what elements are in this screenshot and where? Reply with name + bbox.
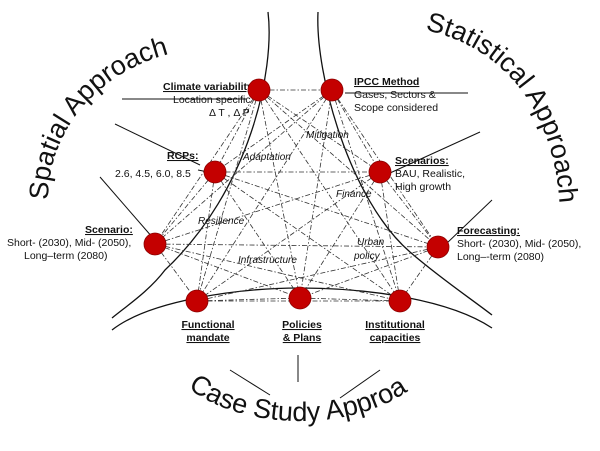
label-mitigation: Mitigation [306, 130, 349, 141]
connection-line [154, 89, 333, 245]
connection-network [154, 89, 439, 302]
connection-line [196, 246, 439, 302]
node-functional-mandate [185, 289, 209, 313]
label-resilience: Resilience [198, 216, 245, 227]
leader-rcps [114, 123, 201, 166]
connection-line [214, 171, 301, 299]
climate-variability-line2: Δ T , Δ P [209, 107, 250, 119]
connection-line [299, 246, 439, 299]
connection-line [258, 89, 439, 248]
connection-line [196, 89, 260, 302]
scenarios-stat-line1: BAU, Realistic, [395, 168, 465, 180]
label-infrastructure: Infrastructure [238, 255, 297, 266]
scenario-spatial-line1: Short- (2030), Mid- (2050), [7, 237, 131, 249]
label-finance: Finance [336, 189, 372, 200]
scenarios-stat-title: Scenarios: [395, 155, 449, 167]
leader-functional [229, 369, 271, 396]
node-policies-plans [288, 286, 312, 310]
leader-institutional [339, 369, 381, 399]
connection-line [154, 89, 260, 245]
leader-forecasting [445, 199, 493, 245]
scenario-spatial-line2: Long–term (2080) [24, 250, 107, 262]
node-ipcc-method [320, 78, 344, 102]
label-urban: Urban [357, 237, 385, 248]
climate-variability-line1: Location specific [173, 94, 251, 106]
leader-scenario-spatial [99, 176, 154, 239]
forecasting-line2: Long–-term (2080) [457, 251, 544, 263]
ipcc-method-line1: Gases, Sectors & [354, 89, 436, 101]
connection-line [196, 171, 216, 302]
connection-line [214, 89, 333, 173]
policies-plans-line1: Policies [282, 319, 322, 331]
connection-line [299, 89, 333, 299]
scenarios-stat-line2: High growth [395, 181, 451, 193]
node-rcps [203, 160, 227, 184]
node-institutional-capacities [388, 289, 412, 313]
policies-plans-line2: & Plans [283, 332, 322, 344]
connection-line [196, 297, 301, 302]
scenario-spatial-title: Scenario: [85, 224, 133, 236]
spatial-boundary-curve [111, 11, 270, 319]
label-policy: policy [353, 251, 381, 262]
node-scenario-spatial [143, 232, 167, 256]
connection-line [214, 89, 260, 173]
node-forecasting [426, 235, 450, 259]
connection-line [214, 171, 401, 302]
connection-line [196, 171, 381, 302]
leader-lines [99, 92, 493, 399]
rcps-line1: 2.6, 4.5, 6.0, 8.5 [115, 168, 191, 180]
connection-line [154, 243, 439, 248]
connection-line [299, 297, 401, 302]
label-adaptation: Adaptation [242, 152, 291, 163]
node-scenarios [368, 160, 392, 184]
node-climate-variability [247, 78, 271, 102]
connection-line [154, 243, 198, 302]
forecasting-title: Forecasting: [457, 225, 520, 237]
functional-mandate-line2: mandate [186, 332, 229, 344]
statistical-boundary-curve [317, 11, 493, 316]
climate-variability-title: Climate variability: [163, 81, 256, 93]
leader-scenarios [389, 131, 481, 174]
case-study-approach-title: Case Study Approach [0, 0, 412, 427]
connection-line [154, 243, 301, 299]
functional-mandate-line1: Functional [181, 319, 234, 331]
connection-line [258, 89, 301, 299]
rcps-title: RCPs: [167, 150, 199, 162]
connection-line [299, 171, 381, 299]
ipcc-method-title: IPCC Method [354, 76, 419, 88]
connection-line [154, 171, 216, 245]
ipcc-method-line2: Scope considered [354, 102, 438, 114]
institutional-capacities-line1: Institutional [365, 319, 425, 331]
institutional-capacities-line2: capacities [370, 332, 421, 344]
connection-line [258, 89, 381, 173]
forecasting-line1: Short- (2030), Mid- (2050), [457, 238, 581, 250]
connection-line [379, 171, 401, 302]
connection-line [154, 171, 381, 245]
